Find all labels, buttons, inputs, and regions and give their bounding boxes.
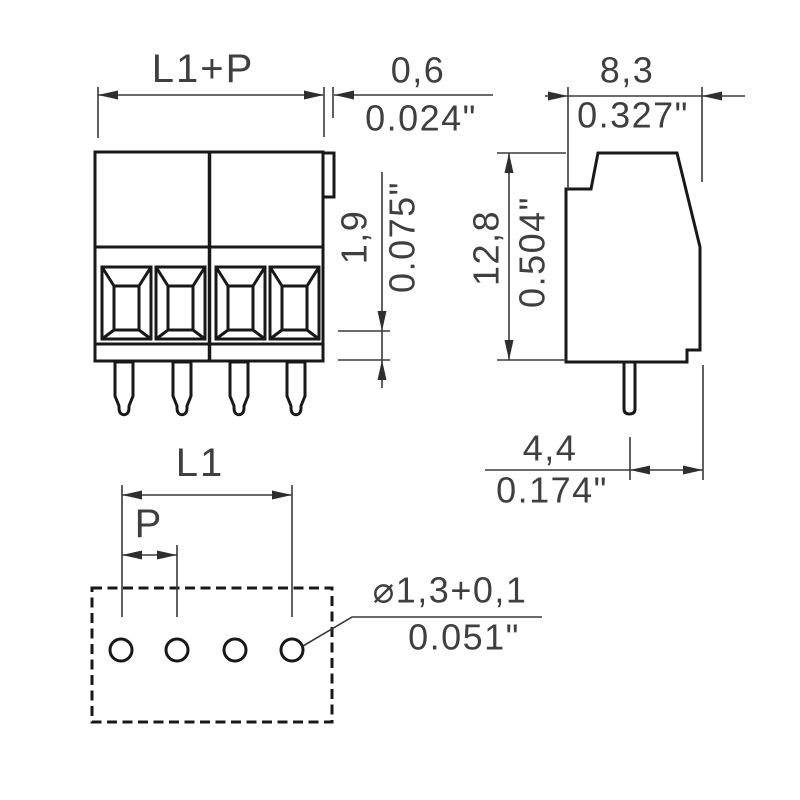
dim-rim-inch: 0.075"	[382, 181, 423, 293]
side-view	[564, 151, 702, 416]
drill-hole	[108, 637, 134, 663]
dim-height-mm: 12,8	[466, 210, 507, 286]
dimension-front-width: L1+P	[97, 47, 334, 138]
drill-hole	[164, 637, 190, 663]
front-view	[93, 150, 336, 417]
solder-pin	[113, 360, 135, 417]
clamp-opening	[100, 265, 153, 341]
clamp-opening	[268, 265, 321, 341]
footprint-outline	[90, 586, 334, 724]
dimension-pitch: P	[122, 502, 178, 617]
clamp-opening	[154, 265, 207, 341]
solder-pin	[228, 360, 250, 417]
dim-hole-mm: ⌀1,3+0,1	[373, 570, 528, 611]
dim-rim-mm: 1,9	[334, 210, 375, 265]
dim-pitch-label: P	[135, 502, 164, 546]
side-solder-pin	[622, 360, 637, 416]
dimension-hole-span: L1	[121, 441, 293, 617]
dimension-solder-rim: 1,9 0.075"	[334, 172, 423, 388]
dim-tab-inch: 0.024"	[365, 98, 477, 139]
drill-hole	[279, 637, 305, 663]
footprint-view	[90, 586, 334, 724]
dim-hole-span-label: L1	[176, 441, 225, 485]
dim-depth-inch: 0.327"	[577, 95, 689, 136]
solder-pin	[285, 360, 307, 417]
dimension-hole-diameter: ⌀1,3+0,1 0.051"	[302, 570, 542, 658]
clamp-opening	[214, 265, 267, 341]
dimension-side-depth: 8,3 0.327"	[545, 50, 745, 189]
side-profile-outline	[564, 151, 702, 364]
dimension-tab-width: 0,6 0.024"	[334, 50, 493, 139]
dim-hole-inch: 0.051"	[408, 617, 520, 658]
dim-pin-edge-inch: 0.174"	[496, 470, 608, 511]
dim-pin-edge-mm: 4,4	[523, 428, 578, 469]
dim-front-width-label: L1+P	[152, 47, 255, 91]
dimension-side-height: 12,8 0.504"	[466, 152, 566, 361]
dimension-pin-to-edge: 4,4 0.174"	[485, 365, 704, 511]
dim-depth-mm: 8,3	[600, 50, 655, 91]
dim-tab-mm: 0,6	[391, 50, 446, 91]
drill-hole	[222, 637, 248, 663]
solder-pin	[171, 360, 193, 417]
dim-height-inch: 0.504"	[512, 196, 553, 308]
